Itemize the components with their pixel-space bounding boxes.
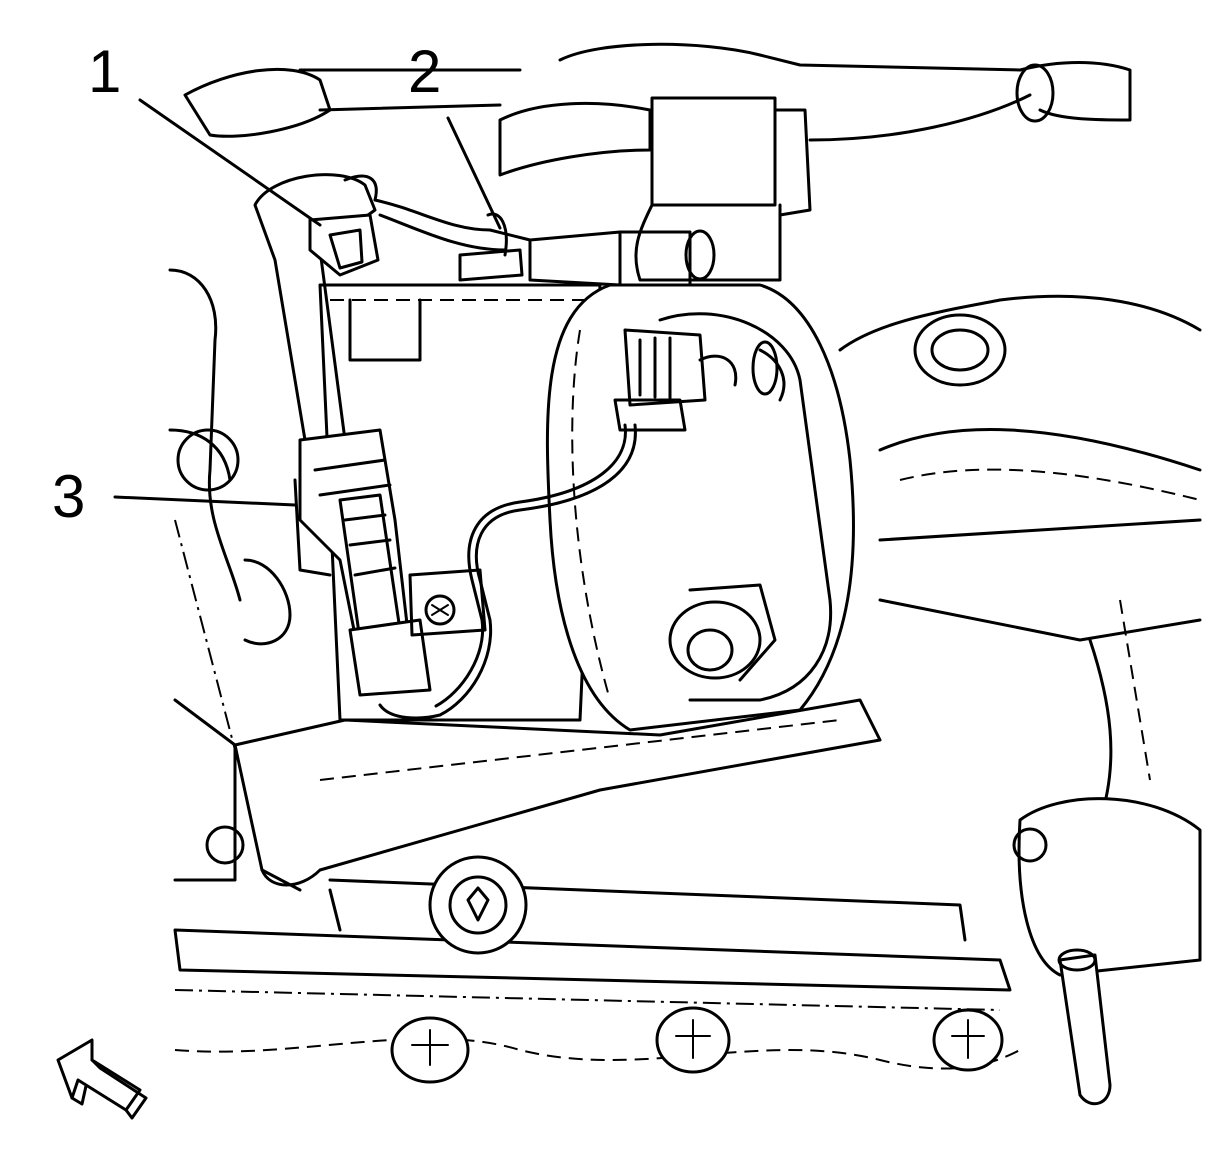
front-view-arrow-icon bbox=[56, 1038, 148, 1120]
coolant-hose bbox=[253, 173, 532, 442]
lower-rail bbox=[173, 878, 1021, 1070]
pan-bolt-3 bbox=[932, 1008, 1004, 1072]
leader-line-3 bbox=[113, 495, 297, 507]
lower-bracket bbox=[233, 698, 882, 892]
callout-3: 3 bbox=[52, 463, 85, 530]
sensor-housing bbox=[545, 283, 855, 732]
mounting-plate bbox=[318, 283, 602, 722]
engine-block-left bbox=[168, 268, 292, 882]
leader-lines bbox=[113, 98, 502, 507]
engine-block-right bbox=[838, 294, 1202, 822]
sensor-fitting-3 bbox=[293, 428, 432, 697]
wire-bracket bbox=[408, 568, 487, 637]
leader-line-2 bbox=[446, 116, 502, 230]
torx-bolt bbox=[428, 855, 528, 955]
hose-clamp-2 bbox=[458, 212, 524, 282]
leader-line-1 bbox=[138, 98, 322, 227]
pan-bolt-2 bbox=[655, 1006, 731, 1074]
electrical-connector bbox=[613, 328, 738, 432]
valve-housing bbox=[528, 96, 812, 292]
wire-harness bbox=[378, 423, 637, 720]
callout-1: 1 bbox=[88, 38, 121, 105]
hose-clamp-1 bbox=[308, 213, 380, 277]
upper-hoses bbox=[183, 42, 1132, 177]
housing-bolt bbox=[668, 583, 777, 682]
pan-bolt-1 bbox=[390, 1016, 470, 1084]
callout-2: 2 bbox=[408, 38, 441, 105]
ball-stud bbox=[1012, 797, 1202, 1106]
